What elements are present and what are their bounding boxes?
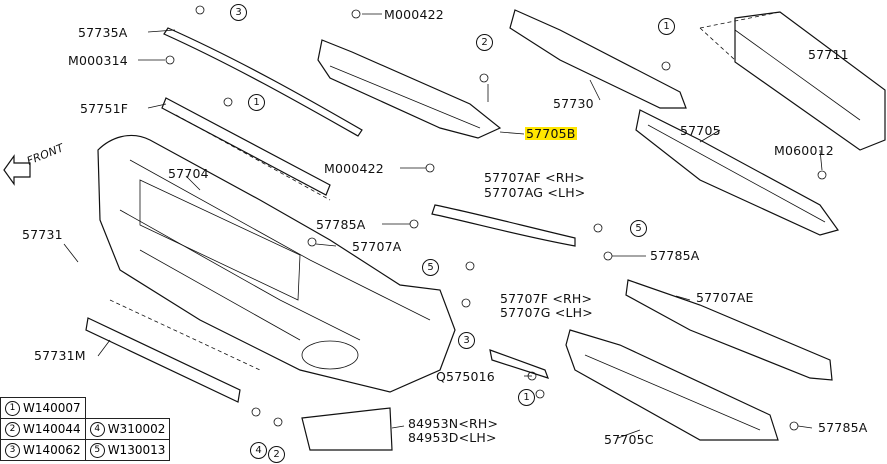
part-57707AG: 57707AG <LH> xyxy=(484,185,586,200)
fog-cover-84953N xyxy=(301,407,393,451)
part-57707F: 57707F <RH> xyxy=(500,291,593,306)
part-84953N: 84953N<RH> xyxy=(408,416,499,431)
part-M000422-mid: M000422 xyxy=(324,161,384,176)
legend-code: W140007 xyxy=(23,400,81,415)
part-Q575016: Q575016 xyxy=(436,369,495,384)
reinforcement-57711 xyxy=(734,11,886,151)
callout-2-top: 2 xyxy=(476,34,493,51)
part-57731M: 57731M xyxy=(34,348,86,363)
legend-num: 4 xyxy=(89,421,105,437)
part-57705C: 57705C xyxy=(604,432,654,447)
callout-5-left: 5 xyxy=(422,259,439,276)
upper-beam-57705B xyxy=(317,39,502,139)
part-57711: 57711 xyxy=(808,47,849,62)
part-57730: 57730 xyxy=(553,96,594,111)
callout-2-bottom: 2 xyxy=(268,446,285,463)
under-cover-57705C xyxy=(565,329,779,441)
part-57785A-left: 57785A xyxy=(316,217,366,232)
legend-num: 1 xyxy=(5,400,20,416)
part-57707G: 57707G <LH> xyxy=(500,305,593,320)
legend-cell-empty xyxy=(85,398,170,419)
legend-code: W140062 xyxy=(23,442,81,457)
callout-4-bottom: 4 xyxy=(250,442,267,459)
callout-3-mid: 3 xyxy=(458,332,475,349)
bumper-face-57704 xyxy=(97,135,456,393)
absorber-57705 xyxy=(635,109,839,236)
front-arrow-icon xyxy=(3,154,31,186)
legend-code: W130013 xyxy=(107,442,166,457)
lower-beam-57707AE xyxy=(625,279,833,381)
callout-3-top: 3 xyxy=(230,4,247,21)
part-57707AF: 57707AF <RH> xyxy=(484,170,585,185)
callout-1-grille: 1 xyxy=(248,94,265,111)
callout-5-right: 5 xyxy=(630,220,647,237)
legend-code: W140044 xyxy=(23,421,81,436)
part-M000422-top: M000422 xyxy=(384,7,444,22)
legend-num: 3 xyxy=(5,442,20,458)
shroud-57730 xyxy=(509,9,687,109)
part-57707AE: 57707AE xyxy=(696,290,754,305)
part-M000314: M000314 xyxy=(68,53,128,68)
legend-num: 5 xyxy=(89,442,105,458)
part-57705: 57705 xyxy=(680,123,721,138)
part-57705B: 57705B xyxy=(525,126,577,141)
part-57751F: 57751F xyxy=(80,101,129,116)
part-57735A: 57735A xyxy=(78,25,128,40)
callout-1-bottom: 1 xyxy=(518,389,535,406)
part-M060012: M060012 xyxy=(774,143,834,158)
part-57731: 57731 xyxy=(22,227,63,242)
part-57704: 57704 xyxy=(168,166,209,181)
bracket-57707F xyxy=(489,349,549,379)
part-57785A-right: 57785A xyxy=(650,248,700,263)
callout-1-shroud: 1 xyxy=(658,18,675,35)
side-bracket-57707AF xyxy=(431,204,576,247)
legend-num: 2 xyxy=(5,421,20,437)
legend-code: W310002 xyxy=(107,421,166,436)
molding-strip-57735A xyxy=(163,27,363,137)
part-57785A-bottom: 57785A xyxy=(818,420,868,435)
lower-grille-57731M xyxy=(85,317,241,403)
part-84953D: 84953D<LH> xyxy=(408,430,497,445)
part-57707A: 57707A xyxy=(352,239,402,254)
